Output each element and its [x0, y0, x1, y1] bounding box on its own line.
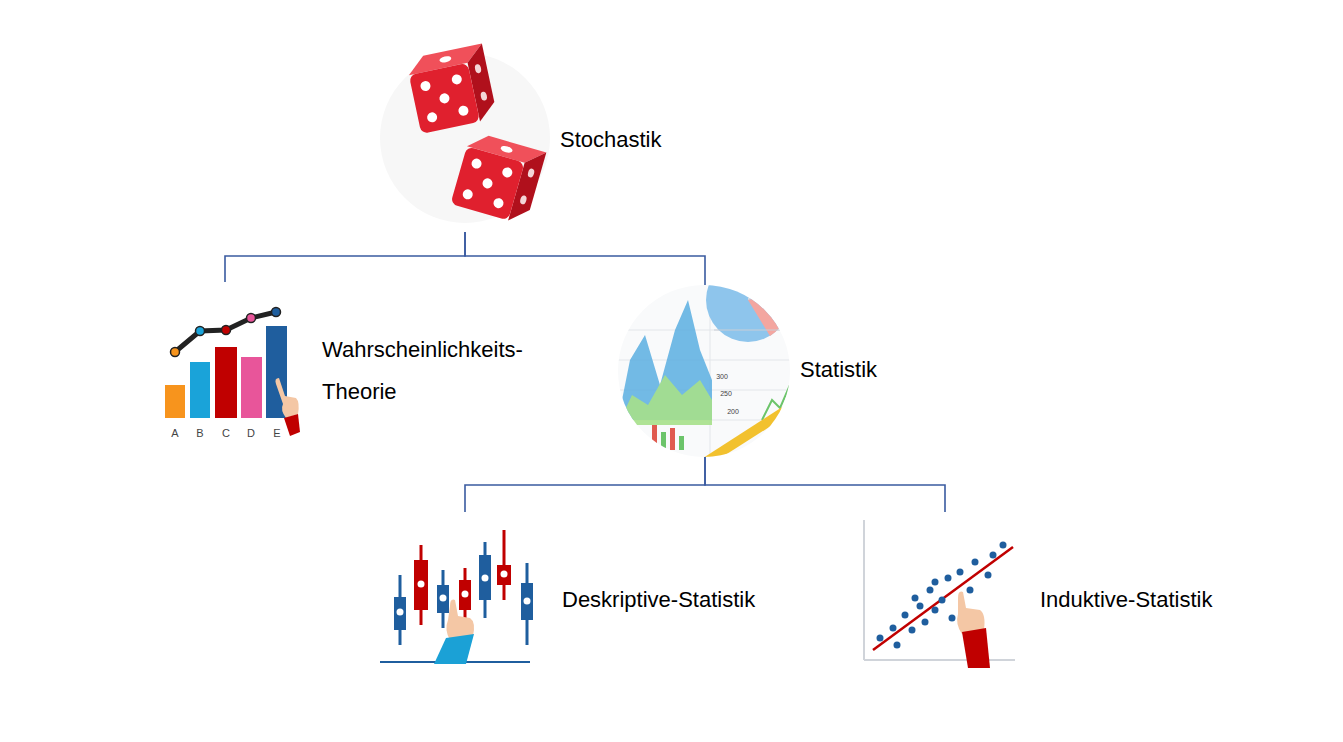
axis-label: D [247, 428, 255, 439]
node-label: Deskriptive-Statistik [562, 579, 755, 621]
tree-connector [225, 232, 465, 282]
diagram-node: Stochastik [380, 48, 680, 232]
axis-label: A [171, 428, 178, 439]
dice-icon [380, 43, 550, 225]
bar-chart-icon [165, 308, 300, 437]
node-label: Wahrscheinlichkeits- Theorie [322, 329, 582, 413]
diagram-node: Deskriptive-Statistik [378, 512, 808, 667]
node-text: Statistik [800, 349, 877, 391]
axis-label: B [196, 428, 203, 439]
node-text: Wahrscheinlichkeits- Theorie [322, 329, 582, 413]
axis-label: E [273, 428, 280, 439]
scatter-plot-icon [864, 520, 1015, 668]
node-label: Statistik [800, 349, 877, 391]
axis-label: C [222, 428, 230, 439]
candlestick-icon [380, 530, 533, 664]
node-text: Deskriptive-Statistik [562, 579, 755, 621]
statistics-photo [618, 258, 796, 470]
tree-connector [705, 457, 945, 512]
axis-label: 250 [720, 390, 732, 397]
node-label: Induktive-Statistik [1040, 579, 1212, 621]
node-label: Stochastik [560, 119, 662, 161]
diagram-node: Statistik [617, 285, 907, 457]
axis-label: 200 [727, 408, 739, 415]
node-text: Induktive-Statistik [1040, 579, 1212, 621]
axis-label: 300 [716, 373, 728, 380]
tree-connector [465, 457, 705, 512]
diagram-node: Wahrscheinlichkeits- Theorie [155, 282, 615, 442]
node-text: Stochastik [560, 119, 662, 161]
tree-connector [465, 232, 705, 285]
diagram-node: Induktive-Statistik [858, 512, 1278, 670]
